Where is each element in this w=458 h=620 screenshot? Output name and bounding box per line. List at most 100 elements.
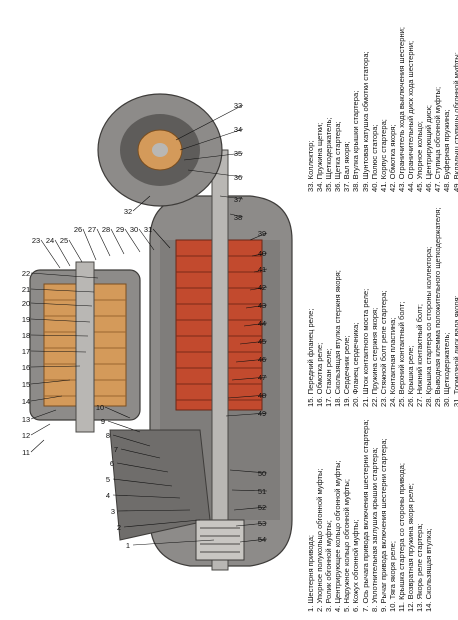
leader-line-38 (229, 213, 244, 218)
callout-number-26: 26 (74, 225, 82, 234)
leader-line-51 (231, 489, 268, 492)
callout-number-19: 19 (22, 315, 30, 324)
leader-line-15 (30, 379, 71, 385)
callout-number-22: 22 (22, 269, 30, 278)
legend-item: 7. Ось рычага привода включения шестерни… (360, 419, 370, 612)
legend-item: 14. Скользящая втулка; (424, 528, 434, 612)
callout-number-35: 35 (234, 149, 242, 158)
leader-line-53 (235, 522, 268, 527)
leader-line-16 (30, 365, 81, 368)
leader-line-34 (179, 128, 244, 151)
legend-item: 6. Кожух обгонной муфты; (351, 519, 361, 612)
legend-item: 5. Наружное кольцо обгонной муфты; (342, 479, 352, 612)
leader-line-41 (253, 268, 268, 273)
callout-number-53: 53 (258, 519, 266, 528)
callout-number-23: 23 (32, 236, 40, 245)
callout-number-42: 42 (258, 283, 266, 292)
callout-number-16: 16 (22, 363, 30, 372)
armature-shaft (211, 149, 229, 571)
leader-line-19 (30, 318, 91, 323)
leader-line-26 (82, 228, 97, 261)
legend-item: 49. Вкладыш ступицы обгонной муфты; (451, 52, 458, 192)
legend-item: 43. Ограничитель хода выключения шестерн… (396, 26, 406, 192)
callout-number-38: 38 (234, 213, 242, 222)
callout-number-14: 14 (22, 397, 30, 406)
callout-number-5: 5 (106, 475, 110, 484)
legend-item: 24. Контактная пластина; (387, 317, 397, 407)
leader-line-27 (96, 228, 111, 257)
callout-number-10: 10 (96, 403, 104, 412)
legend-item: 3. Ролик обгонной муфты; (324, 520, 334, 612)
leader-line-22 (30, 272, 99, 279)
leader-line-21 (30, 288, 95, 293)
legend-item: 40. Полюс статора; (369, 124, 379, 192)
legend-item: 11. Крышка стартера со стороны привода; (396, 463, 406, 612)
leader-line-6 (116, 462, 169, 473)
leader-line-47 (231, 376, 268, 381)
legend-item: 20. Фланец сердечника; (351, 322, 361, 407)
callout-number-45: 45 (258, 337, 266, 346)
callout-number-21: 21 (22, 285, 30, 294)
leader-line-31 (152, 228, 171, 249)
legend-item: 27. Нижний контактный болт; (415, 303, 425, 407)
leader-line-36 (187, 169, 244, 178)
legend-column-1: 1. Шестерня привода;2. Упорное полукольц… (306, 412, 433, 612)
leader-line-32 (132, 195, 151, 212)
leader-line-24 (54, 239, 71, 267)
callout-number-31: 31 (144, 225, 152, 234)
leader-line-25 (68, 239, 83, 263)
leader-line-8 (112, 434, 151, 447)
callout-number-40: 40 (258, 249, 266, 258)
legend-item: 17. Стакан реле; (324, 348, 334, 407)
callout-number-1: 1 (126, 541, 130, 550)
legend-item: 42. Обмотка якоря; (387, 124, 397, 192)
legend-item: 23. Стяжной болт реле стартера; (378, 290, 388, 407)
leader-line-3 (117, 509, 191, 512)
leader-line-48 (227, 394, 268, 399)
legend-item: 30. Щеткодержатель; (442, 332, 452, 407)
callout-number-54: 54 (258, 535, 266, 544)
legend-item: 15. Передний фланец реле; (306, 308, 315, 407)
callout-number-18: 18 (22, 331, 30, 340)
legend-item: 12. Возвратная пружина якоря реле; (406, 483, 416, 612)
legend-item: 37. Вал якоря; (342, 141, 352, 192)
legend-item: 39. Шунтовая катушка обмотки статора; (360, 51, 370, 192)
callout-number-49: 49 (258, 409, 266, 418)
leader-line-10 (104, 406, 131, 419)
callout-number-36: 36 (234, 173, 242, 182)
callout-number-25: 25 (60, 236, 68, 245)
leader-line-9 (107, 420, 141, 433)
leader-line-35 (183, 152, 244, 161)
callout-number-28: 28 (102, 225, 110, 234)
legend-item: 28. Крышка стартера со стороны коллектор… (424, 246, 434, 407)
callout-number-6: 6 (110, 459, 114, 468)
legend-item: 4. Центрирующее кольцо обгонной муфты; (333, 460, 343, 612)
callout-number-32: 32 (124, 207, 132, 216)
legend-item: 21. Шток контактного моста реле; (360, 288, 370, 407)
callout-number-51: 51 (258, 487, 266, 496)
legend-item: 48. Буферная пружина; (442, 109, 452, 192)
callout-number-29: 29 (116, 225, 124, 234)
leader-line-50 (229, 469, 268, 474)
callout-number-13: 13 (22, 415, 30, 424)
leader-line-30 (138, 228, 155, 251)
callout-number-47: 47 (258, 373, 266, 382)
callout-number-17: 17 (22, 347, 30, 356)
legend-item: 33. Коллектор; (306, 140, 315, 192)
legend-item: 22. Пружина стержня якоря; (369, 307, 379, 407)
callout-number-20: 20 (22, 299, 30, 308)
solenoid-relay (29, 261, 141, 433)
leader-line-39 (249, 232, 268, 241)
leader-line-43 (245, 304, 268, 309)
leader-line-23 (40, 239, 61, 269)
parts-legend: 1. Шестерня привода;2. Упорное полукольц… (306, 12, 458, 612)
callout-number-46: 46 (258, 355, 266, 364)
leader-line-44 (243, 322, 268, 327)
callout-number-2: 2 (117, 523, 121, 532)
legend-item: 16. Обмотка реле; (315, 342, 325, 407)
legend-item: 13. Якорь реле стартера; (415, 523, 425, 612)
legend-item: 36. Щетка стартера; (333, 121, 343, 192)
